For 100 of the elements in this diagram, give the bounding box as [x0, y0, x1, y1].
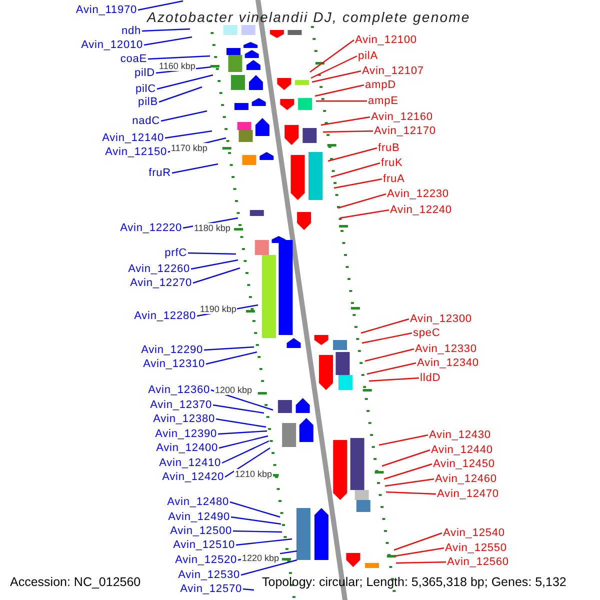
gene-label: Avin_12360 — [148, 384, 210, 396]
gene-label: Avin_12460 — [435, 472, 497, 486]
gene-label: prfC — [164, 246, 187, 260]
leader-line — [156, 74, 214, 90]
leader-line — [368, 377, 420, 382]
gene-label: Avin_12500 — [170, 524, 232, 538]
leader-line — [218, 435, 268, 449]
leader-line — [190, 259, 238, 270]
gene-label: Avin_12107 — [362, 64, 424, 78]
position-label: 1210 kbp — [234, 469, 274, 479]
accession-text: Accession: NC_012560 — [10, 575, 141, 589]
leader-line — [330, 162, 380, 178]
position-label: 1170 kbp — [170, 143, 208, 153]
position-label: 1190 kbp — [199, 304, 238, 314]
gene-label: Avin_12530 — [178, 568, 240, 582]
gene-label: Avin_12550 — [445, 542, 507, 554]
gene-label: ndh — [121, 24, 141, 38]
gene-label: Avin_12260 — [128, 262, 190, 276]
leader-line — [364, 348, 414, 362]
leader-line — [172, 163, 218, 174]
gene-label: fruA — [383, 172, 405, 186]
leader-line — [322, 130, 374, 133]
leader-line — [158, 86, 202, 103]
leader-line — [310, 40, 354, 72]
leader-line — [230, 501, 280, 518]
leader-line — [314, 84, 364, 97]
gene-label: Avin_12140 — [102, 132, 164, 144]
gene-label: Avin_12520 — [175, 554, 237, 566]
position-label: 1200 kbp — [214, 385, 254, 395]
gene-label: Avin_12450 — [433, 458, 495, 470]
leader-line — [378, 434, 428, 446]
gene-label: Avin_12510 — [173, 538, 235, 552]
leader-line — [160, 110, 208, 122]
gene-label: Avin_12170 — [374, 124, 436, 138]
gene-label: pilA — [358, 50, 378, 62]
gene-label: coaE — [120, 52, 147, 66]
leader-line — [362, 332, 412, 344]
gene-label: Avin_12440 — [431, 444, 493, 456]
gene-label: pilC — [135, 82, 156, 96]
leader-line — [164, 130, 212, 139]
position-label: 1220 kbp — [241, 553, 280, 563]
leader-line — [206, 351, 258, 365]
gene-label: Avin_12430 — [429, 428, 491, 442]
leader-line — [316, 100, 367, 102]
leader-line — [204, 346, 254, 351]
leader-line — [242, 588, 254, 591]
leader-line — [338, 193, 386, 209]
leader-line — [310, 55, 358, 79]
leader-line — [394, 532, 442, 551]
gene-label: nadC — [132, 114, 160, 128]
leader-line — [396, 561, 446, 564]
position-label: 1160 kbp — [158, 61, 196, 71]
leader-line — [232, 530, 282, 533]
gene-label: Avin_12300 — [410, 312, 472, 326]
gene-label: Avin_12400 — [156, 442, 218, 454]
leader-line — [218, 430, 268, 435]
gene-label: ampD — [365, 78, 396, 92]
map-title: Azotobacter vinelandii DJ, complete genome — [147, 9, 470, 25]
leader-line — [328, 147, 378, 162]
genome-summary-text: Topology: circular; Length: 5,365,318 bp; Genes: 5,132 — [262, 575, 566, 589]
leader-line — [386, 491, 436, 495]
leader-line — [142, 28, 190, 32]
gene-label: speC — [413, 326, 440, 340]
gene-label: Avin_12220 — [120, 222, 182, 234]
gene-label: pilD — [134, 66, 155, 80]
leader-line — [144, 36, 192, 46]
gene-label: Avin_12290 — [141, 344, 203, 356]
leader-line — [340, 209, 390, 219]
gene-label: pilB — [138, 96, 158, 108]
gene-label: Avin_12100 — [355, 34, 417, 46]
leader-line — [312, 70, 362, 83]
gene-label: Avin_12560 — [447, 556, 509, 568]
gene-label: fruR — [148, 166, 171, 180]
gene-label: Avin_12470 — [437, 488, 499, 500]
leader-line — [334, 178, 382, 189]
gene-label: fruB — [378, 142, 400, 154]
gene-label: ampE — [368, 94, 398, 108]
leader-line — [216, 418, 266, 428]
gene-label: Avin_12540 — [443, 526, 505, 540]
leader-line — [192, 267, 240, 284]
gene-label: Avin_12280 — [134, 310, 196, 322]
gene-label: Avin_12330 — [415, 342, 477, 356]
leader-line — [394, 547, 444, 557]
gene-label: Avin_12270 — [130, 276, 192, 290]
leader-line — [382, 449, 430, 467]
gene-label: Avin_12570 — [180, 582, 242, 596]
leader-line — [366, 362, 416, 375]
gene-label: Avin_12310 — [143, 358, 205, 370]
gene-label: Avin_12390 — [155, 428, 217, 440]
gene-label: Avin_12340 — [417, 356, 479, 370]
gene-label: lldD — [420, 372, 441, 384]
leader-line — [236, 538, 292, 546]
leader-line — [188, 252, 236, 255]
gene-label: Avin_12150 — [105, 146, 167, 158]
gene-label: Avin_12370 — [150, 398, 212, 412]
gene-label: Avin_12160 — [371, 110, 433, 124]
gene-label: Avin_12420 — [162, 470, 224, 484]
leader-line — [230, 516, 282, 525]
gene-label: Avin_12230 — [387, 188, 449, 200]
gene-label: Avin_12240 — [390, 204, 452, 216]
